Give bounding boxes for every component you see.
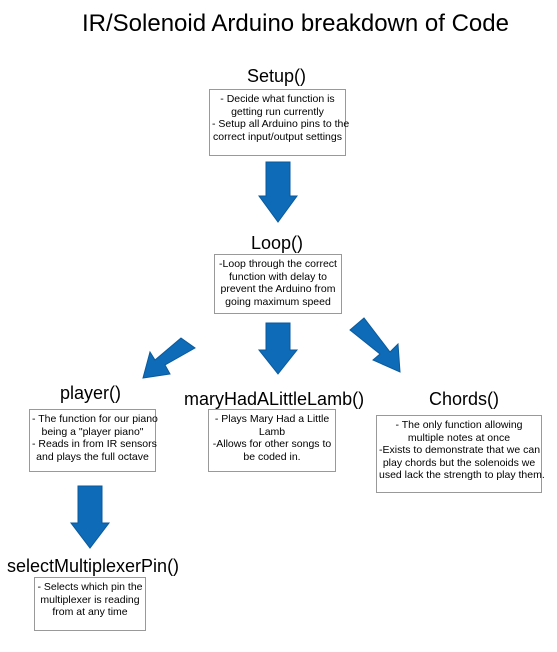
- loop-description-box: -Loop through the correct function with …: [214, 254, 342, 314]
- chords-line: - The only function allowing: [395, 419, 523, 431]
- loop-line: -Loop through the correct: [219, 258, 337, 270]
- mux-line: from at any time: [52, 606, 128, 619]
- setup-title: Setup(): [247, 66, 307, 86]
- player-title: player(): [60, 383, 122, 403]
- player-line: and plays the full octave: [36, 450, 149, 463]
- chords-line: -Exists to demonstrate that we can: [379, 444, 541, 457]
- arrow-loop-to-player: [142, 337, 196, 379]
- chords-line: play chords but the solenoids we: [382, 456, 536, 469]
- arrow-setup-to-loop: [258, 161, 298, 223]
- chords-title: Chords(): [429, 389, 500, 409]
- arrow-player-to-mux: [69, 485, 111, 549]
- mux-line: multiplexer is reading: [40, 593, 140, 606]
- chords-line: multiple notes at once: [407, 431, 511, 444]
- loop-line: prevent the Arduino from: [220, 283, 336, 296]
- player-line: being a "player piano": [41, 425, 144, 438]
- player-description-box: - The function for our piano being a "pl…: [29, 409, 158, 472]
- setup-line: - Setup all Arduino pins to the: [212, 118, 350, 131]
- mary-line: -Allows for other songs to: [212, 438, 332, 451]
- setup-line: getting run currently: [231, 105, 324, 118]
- mary-title: maryHadALittleLamb(): [184, 389, 365, 409]
- mux-title: selectMultiplexerPin(): [7, 556, 180, 576]
- mux-description-box: - Selects which pin the multiplexer is r…: [34, 577, 146, 631]
- mary-description-box: - Plays Mary Had a Little Lamb -Allows f…: [208, 409, 336, 472]
- chords-line: used lack the strength to play them.: [379, 469, 545, 482]
- arrow-loop-to-mary: [257, 322, 299, 375]
- chords-description-box: - The only function allowing multiple no…: [376, 415, 545, 493]
- arrow-loop-to-chords: [349, 317, 401, 373]
- setup-description-box: - Decide what function is getting run cu…: [209, 89, 350, 156]
- diagram-title: IR/Solenoid Arduino breakdown of Code: [82, 10, 509, 37]
- player-line: - Reads in from IR sensors: [32, 438, 157, 451]
- player-line: - The function for our piano: [32, 413, 158, 425]
- mux-line: - Selects which pin the: [37, 581, 143, 593]
- mary-line: Lamb: [258, 425, 286, 438]
- loop-line: function with delay to: [228, 270, 328, 283]
- mary-line: - Plays Mary Had a Little: [214, 413, 330, 425]
- setup-line: - Decide what function is: [220, 93, 335, 105]
- mary-line: be coded in.: [243, 450, 301, 463]
- loop-title: Loop(): [251, 233, 304, 253]
- setup-line: correct input/output settings: [213, 130, 342, 143]
- loop-line: going maximum speed: [225, 295, 331, 308]
